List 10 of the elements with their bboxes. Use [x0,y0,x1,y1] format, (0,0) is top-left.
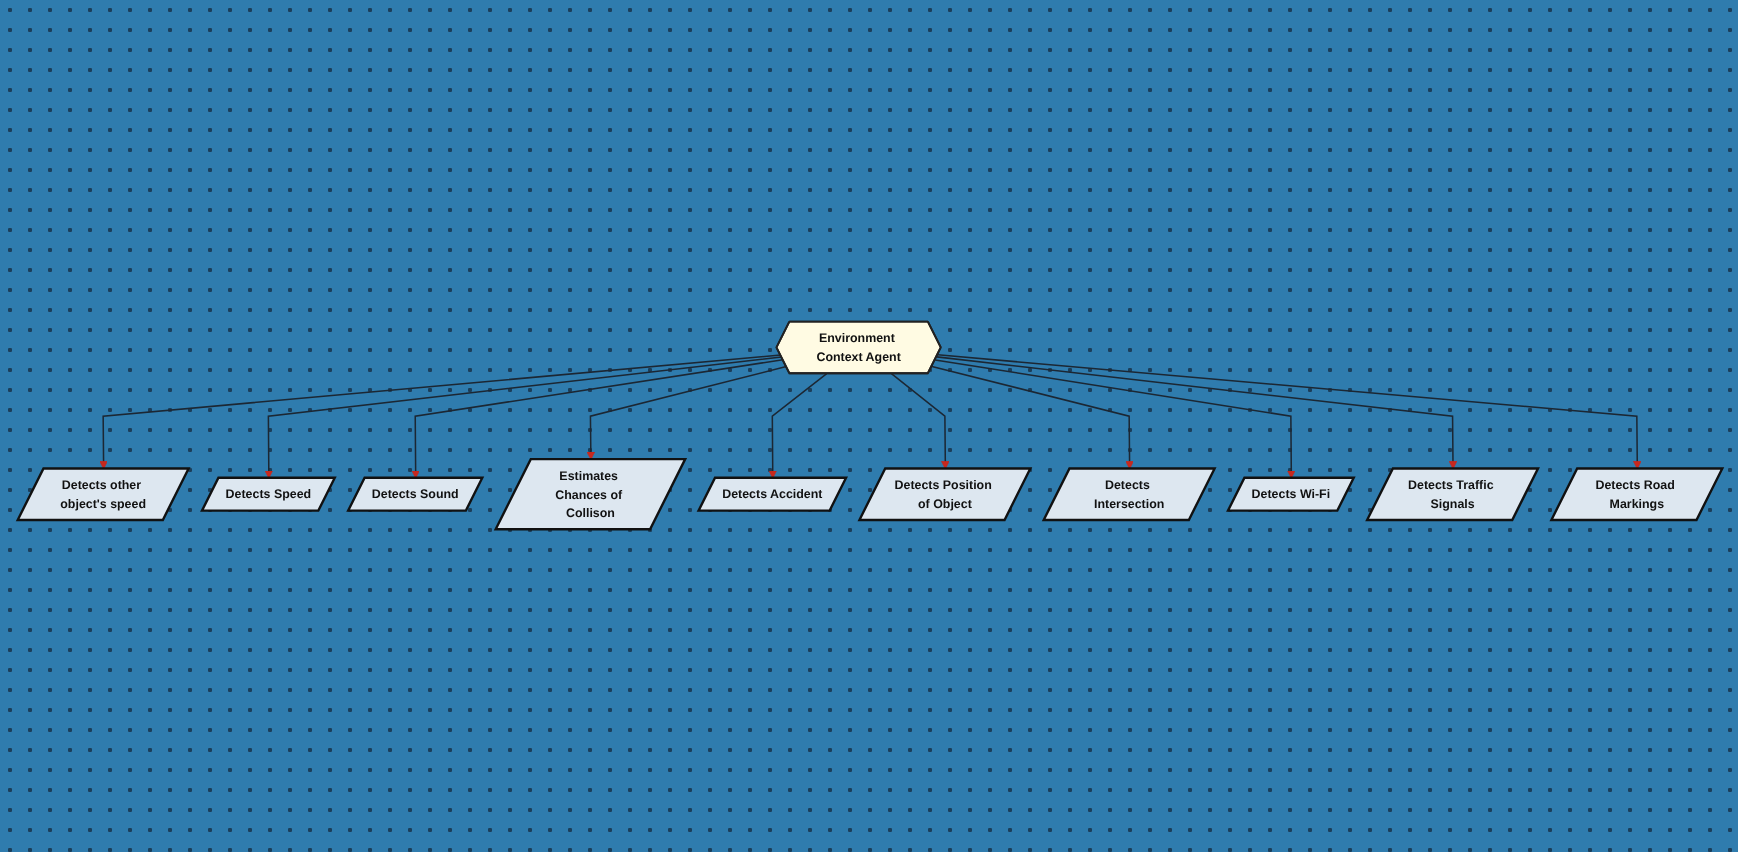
arrow [767,373,827,480]
arrow [936,354,1641,470]
arrow [934,356,1457,470]
arrow [933,359,1295,480]
arrow [930,366,1133,470]
arrow [410,359,783,480]
arrow [889,373,949,470]
arrow [98,354,781,470]
arrow [263,356,782,480]
arrow [585,366,787,461]
